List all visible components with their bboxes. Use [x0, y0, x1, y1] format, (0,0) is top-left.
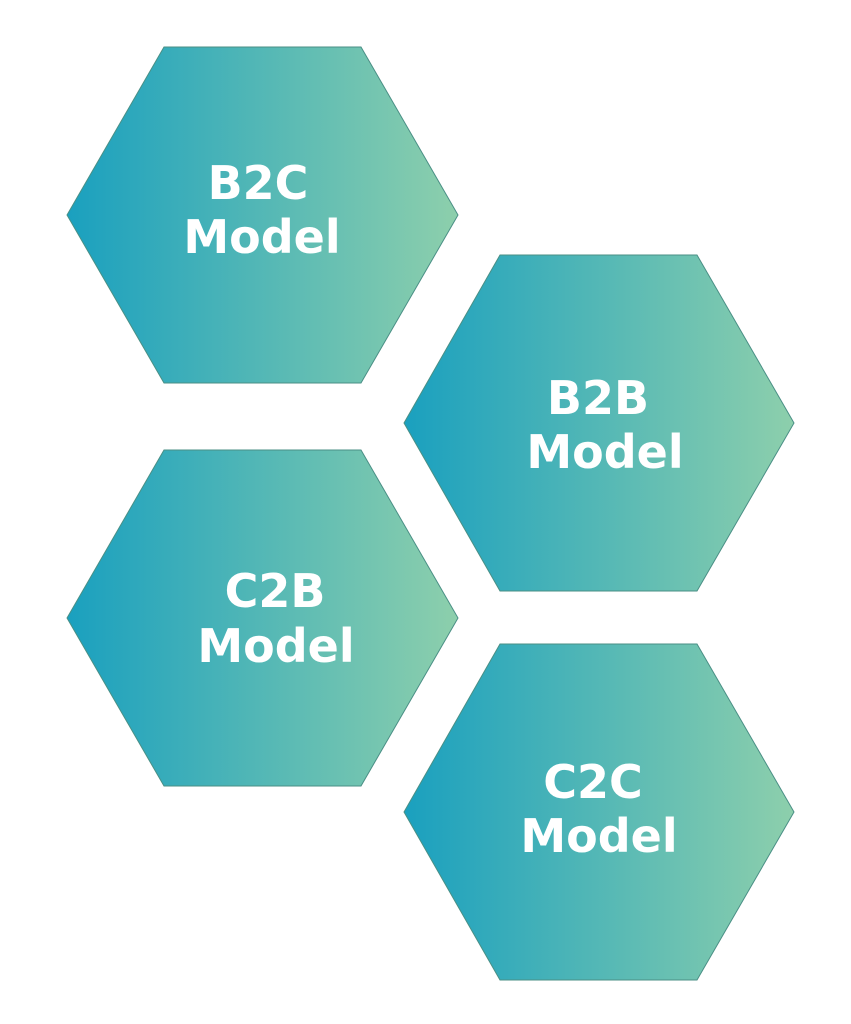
hexagon-b2c: B2C Model	[66, 46, 459, 384]
hexagon-b2c-line2: Model	[183, 210, 340, 264]
hexagon-c2c-line1: C2C	[543, 755, 643, 809]
hexagon-c2c-shape	[403, 643, 795, 981]
hexagon-b2b-line2: Model	[526, 425, 683, 479]
hexagon-c2b: C2B Model	[66, 449, 459, 787]
hexagon-b2b: B2B Model	[403, 254, 795, 592]
hexagon-b2b-shape	[403, 254, 795, 592]
hexagon-c2b-shape	[66, 449, 459, 787]
hexagon-b2c-line1: B2C	[208, 156, 309, 210]
hexagon-b2b-line1: B2B	[547, 371, 649, 425]
hexagon-c2b-line2: Model	[197, 619, 354, 673]
hexagon-c2b-line1: C2B	[225, 564, 326, 618]
hexagon-c2c: C2C Model	[403, 643, 795, 981]
hexagon-b2c-shape	[66, 46, 459, 384]
hexagon-c2c-line2: Model	[520, 809, 677, 863]
